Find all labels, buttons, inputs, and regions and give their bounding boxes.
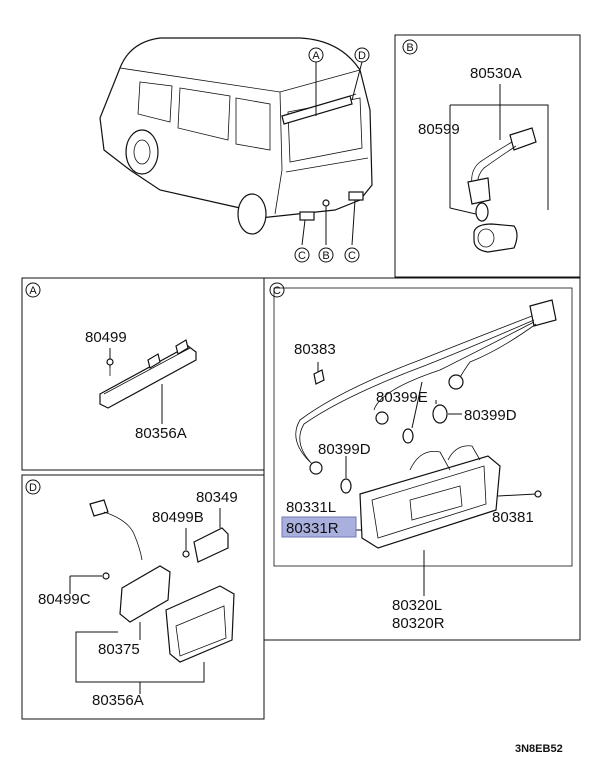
van-callout-b-label: B [322,250,329,262]
screw-icon [106,358,114,366]
van-callout-d: D [354,47,370,63]
section-a: A 80499 80356A [21,277,265,471]
harness-connector [529,299,557,327]
part-80356a-label: 80356A [135,425,187,442]
van-callout-b: B [318,247,334,263]
section-c-label: C [273,285,281,297]
part-80381-label: 80381 [492,509,534,526]
socket-connector [509,127,537,151]
section-b-label: B [406,42,413,54]
part-80499b-label: 80499B [152,509,204,526]
lamp-unit [473,223,518,253]
van-callout-a: A [308,47,324,63]
clip-80383 [313,369,325,385]
screw-80499c-icon [102,572,110,580]
van-callout-c-left-label: C [298,250,306,262]
bulb-80399d-lower-icon [340,478,352,494]
section-d: D 80349 80499B 80499C 80375 80356A [21,474,265,720]
high-mount-stop-lamp [99,345,197,409]
diagram-code: 3N8EB52 [515,743,563,755]
van-illustration: A D C B C [99,37,373,263]
van-callout-d-label: D [358,50,366,62]
part-80399d-lower-label: 80399D [318,441,371,458]
part-80499c-label: 80499C [38,591,91,608]
connector-plug [89,499,109,517]
socket-body [467,177,491,205]
van-callout-c-left: C [294,247,310,263]
part-80499-label: 80499 [85,329,127,346]
bulb-80399e-icon [402,428,414,444]
bulb-80399d-icon [432,404,448,424]
socket-e-icon [448,374,464,390]
part-80375-label: 80375 [98,641,140,658]
part-80383-label: 80383 [294,341,336,358]
part-80530a-label: 80530A [470,65,522,82]
rear-combination-lamp [359,455,501,549]
van-callout-a-label: A [312,50,320,62]
socket-d-icon [375,411,389,425]
bulb-icon [475,202,489,222]
part-80599-label: 80599 [418,121,460,138]
bracket-80349 [193,527,229,563]
part-80356a-d-label: 80356A [92,692,144,709]
part-80349-label: 80349 [196,489,238,506]
van-callout-c-right-label: C [348,250,356,262]
socket-lower-icon [309,461,323,475]
section-a-label: A [29,285,37,297]
part-80320r-label: 80320R [392,615,445,632]
part-80331r-label[interactable]: 80331R [286,520,339,537]
section-d-label: D [29,482,37,494]
van-callout-c-right: C [344,247,360,263]
section-c: C 80383 80399E 80399D 80399D [263,277,581,641]
screw-80381-icon [534,490,542,498]
part-80320l-label: 80320L [392,597,442,614]
part-80399e-label: 80399E [376,389,428,406]
part-80331l-label: 80331L [286,499,336,516]
lamp-housing [119,565,171,623]
part-80399d-label: 80399D [464,407,517,424]
part-80331r-highlight [281,516,357,538]
lamp-lens [165,585,235,663]
section-b: B 80530A 80599 [394,34,581,278]
